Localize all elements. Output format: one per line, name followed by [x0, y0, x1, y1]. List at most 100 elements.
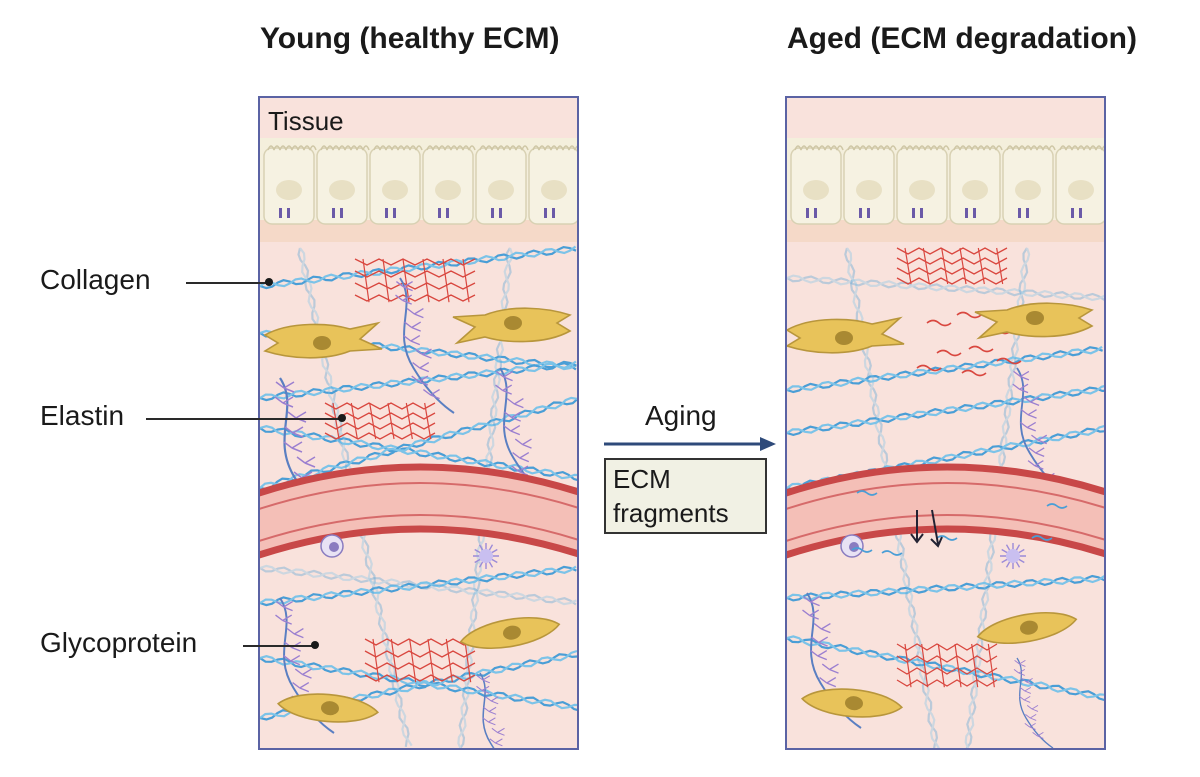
collagen-strand: [787, 574, 1104, 602]
junction-mark: [544, 208, 547, 218]
tissue-label: Tissue: [268, 106, 344, 136]
glycoprotein: [395, 277, 455, 414]
glycan-branch: [504, 411, 522, 422]
junction-mark: [912, 208, 915, 218]
elastin-fiber: [324, 402, 436, 410]
cell-nucleus: [276, 180, 302, 200]
glycan-branch: [514, 438, 532, 449]
elastin-crosslink: [369, 402, 377, 440]
ecm-fragment: [1031, 535, 1053, 541]
glycan-branch: [403, 335, 421, 346]
elastin-fragment: [968, 345, 994, 353]
elastin-fiber: [324, 422, 436, 430]
glycan-branch: [283, 655, 301, 666]
elastin-fragment: [936, 349, 962, 357]
immune-cell-spiky: [1000, 543, 1026, 569]
glycan-branch: [414, 348, 432, 359]
microvilli: [847, 145, 897, 151]
junction-mark: [438, 208, 441, 218]
elastin-pointer-dot: [338, 414, 346, 422]
glycan-branch: [485, 696, 499, 705]
glycan-branch: [495, 371, 513, 382]
collagen-strand: [787, 345, 1103, 391]
fibroblast-cell: [452, 307, 572, 345]
elastin-crosslink: [959, 247, 967, 285]
glycan-branch: [1032, 732, 1044, 739]
microvilli: [267, 145, 317, 151]
elastin-crosslink: [445, 638, 453, 683]
elastin-crosslink: [382, 258, 390, 303]
glycan-branch: [476, 685, 490, 694]
fibroblast-nucleus: [313, 336, 331, 350]
elastin-fiber: [896, 679, 998, 687]
glycan-branch: [802, 596, 820, 607]
elastin-fiber: [896, 277, 1008, 285]
junction-mark: [385, 208, 388, 218]
collagen-strand: [260, 427, 577, 481]
elastin-crosslink: [464, 638, 472, 683]
glycan-branch: [411, 375, 429, 386]
elastin-crosslink: [937, 643, 945, 688]
vessel-wall: [260, 525, 577, 559]
elastin-crosslink: [987, 643, 995, 688]
collagen-strand: [787, 275, 1104, 301]
elastin-fragment: [916, 364, 942, 372]
immune-cell-spiky: [473, 543, 499, 569]
glycoprotein-core: [399, 277, 455, 414]
elastin-crosslink: [332, 402, 340, 440]
glycan-branch: [294, 668, 312, 679]
glycan-branch: [506, 398, 524, 409]
glycoprotein-pointer-dot: [311, 641, 319, 649]
cell-nucleus: [1068, 180, 1094, 200]
fibroblast-cell: [800, 688, 904, 718]
glycan-branch: [275, 601, 293, 612]
epithelium-layer: [260, 138, 577, 242]
collagen-strand: [787, 386, 1104, 437]
aged-panel-title: Aged (ECM degradation): [787, 22, 1137, 55]
collagen-fiber: [260, 565, 577, 607]
fragment-entry-arrow: [930, 509, 943, 548]
fibroblast-nucleus: [1020, 620, 1038, 635]
glycan-branch: [292, 682, 310, 693]
glycan-branch: [489, 738, 503, 747]
young-panel-title: Young (healthy ECM): [260, 22, 560, 55]
junction-mark: [287, 208, 290, 218]
elastin-fiber: [354, 258, 476, 266]
glycan-branch: [491, 727, 505, 736]
young-ecm-illustration: [260, 138, 577, 750]
junction-mark: [920, 208, 923, 218]
fibroblast-cell: [974, 302, 1094, 340]
collagen-strand: [260, 245, 577, 288]
junction-mark: [806, 208, 809, 218]
elastin-crosslink: [387, 402, 395, 440]
glycan-branch: [1025, 714, 1037, 721]
glycan-branch: [1031, 434, 1048, 445]
collagen-fiber: [787, 635, 1104, 702]
collagen-strand: [787, 274, 1104, 302]
immune-cell-round: [320, 534, 344, 558]
cell-nucleus: [329, 542, 339, 552]
collagen-strand: [787, 637, 1104, 702]
cell-nucleus: [1015, 180, 1041, 200]
young-ecm-panel: Tissue: [258, 96, 579, 750]
junction-mark: [499, 208, 502, 218]
junction-mark: [965, 208, 968, 218]
elastin-crosslink: [954, 643, 962, 688]
glycan-branch: [422, 389, 440, 400]
junction-mark: [332, 208, 335, 218]
aged-ecm-panel: [785, 96, 1106, 750]
glycan-branch: [489, 749, 502, 750]
collagen-strand: [787, 385, 1104, 434]
elastin-fiber: [896, 667, 998, 675]
collagen-strand: [260, 566, 577, 606]
elastin-crosslink: [427, 638, 435, 683]
fibroblast-cell: [263, 321, 383, 359]
microvilli: [479, 145, 529, 151]
cell-body: [1006, 549, 1020, 563]
glycan-branch: [810, 650, 828, 661]
elastin-crosslink: [390, 638, 398, 683]
cell-nucleus: [488, 180, 514, 200]
fibroblast-nucleus: [504, 316, 522, 330]
elastin-fiber: [896, 643, 998, 651]
glycoprotein: [1013, 657, 1054, 748]
